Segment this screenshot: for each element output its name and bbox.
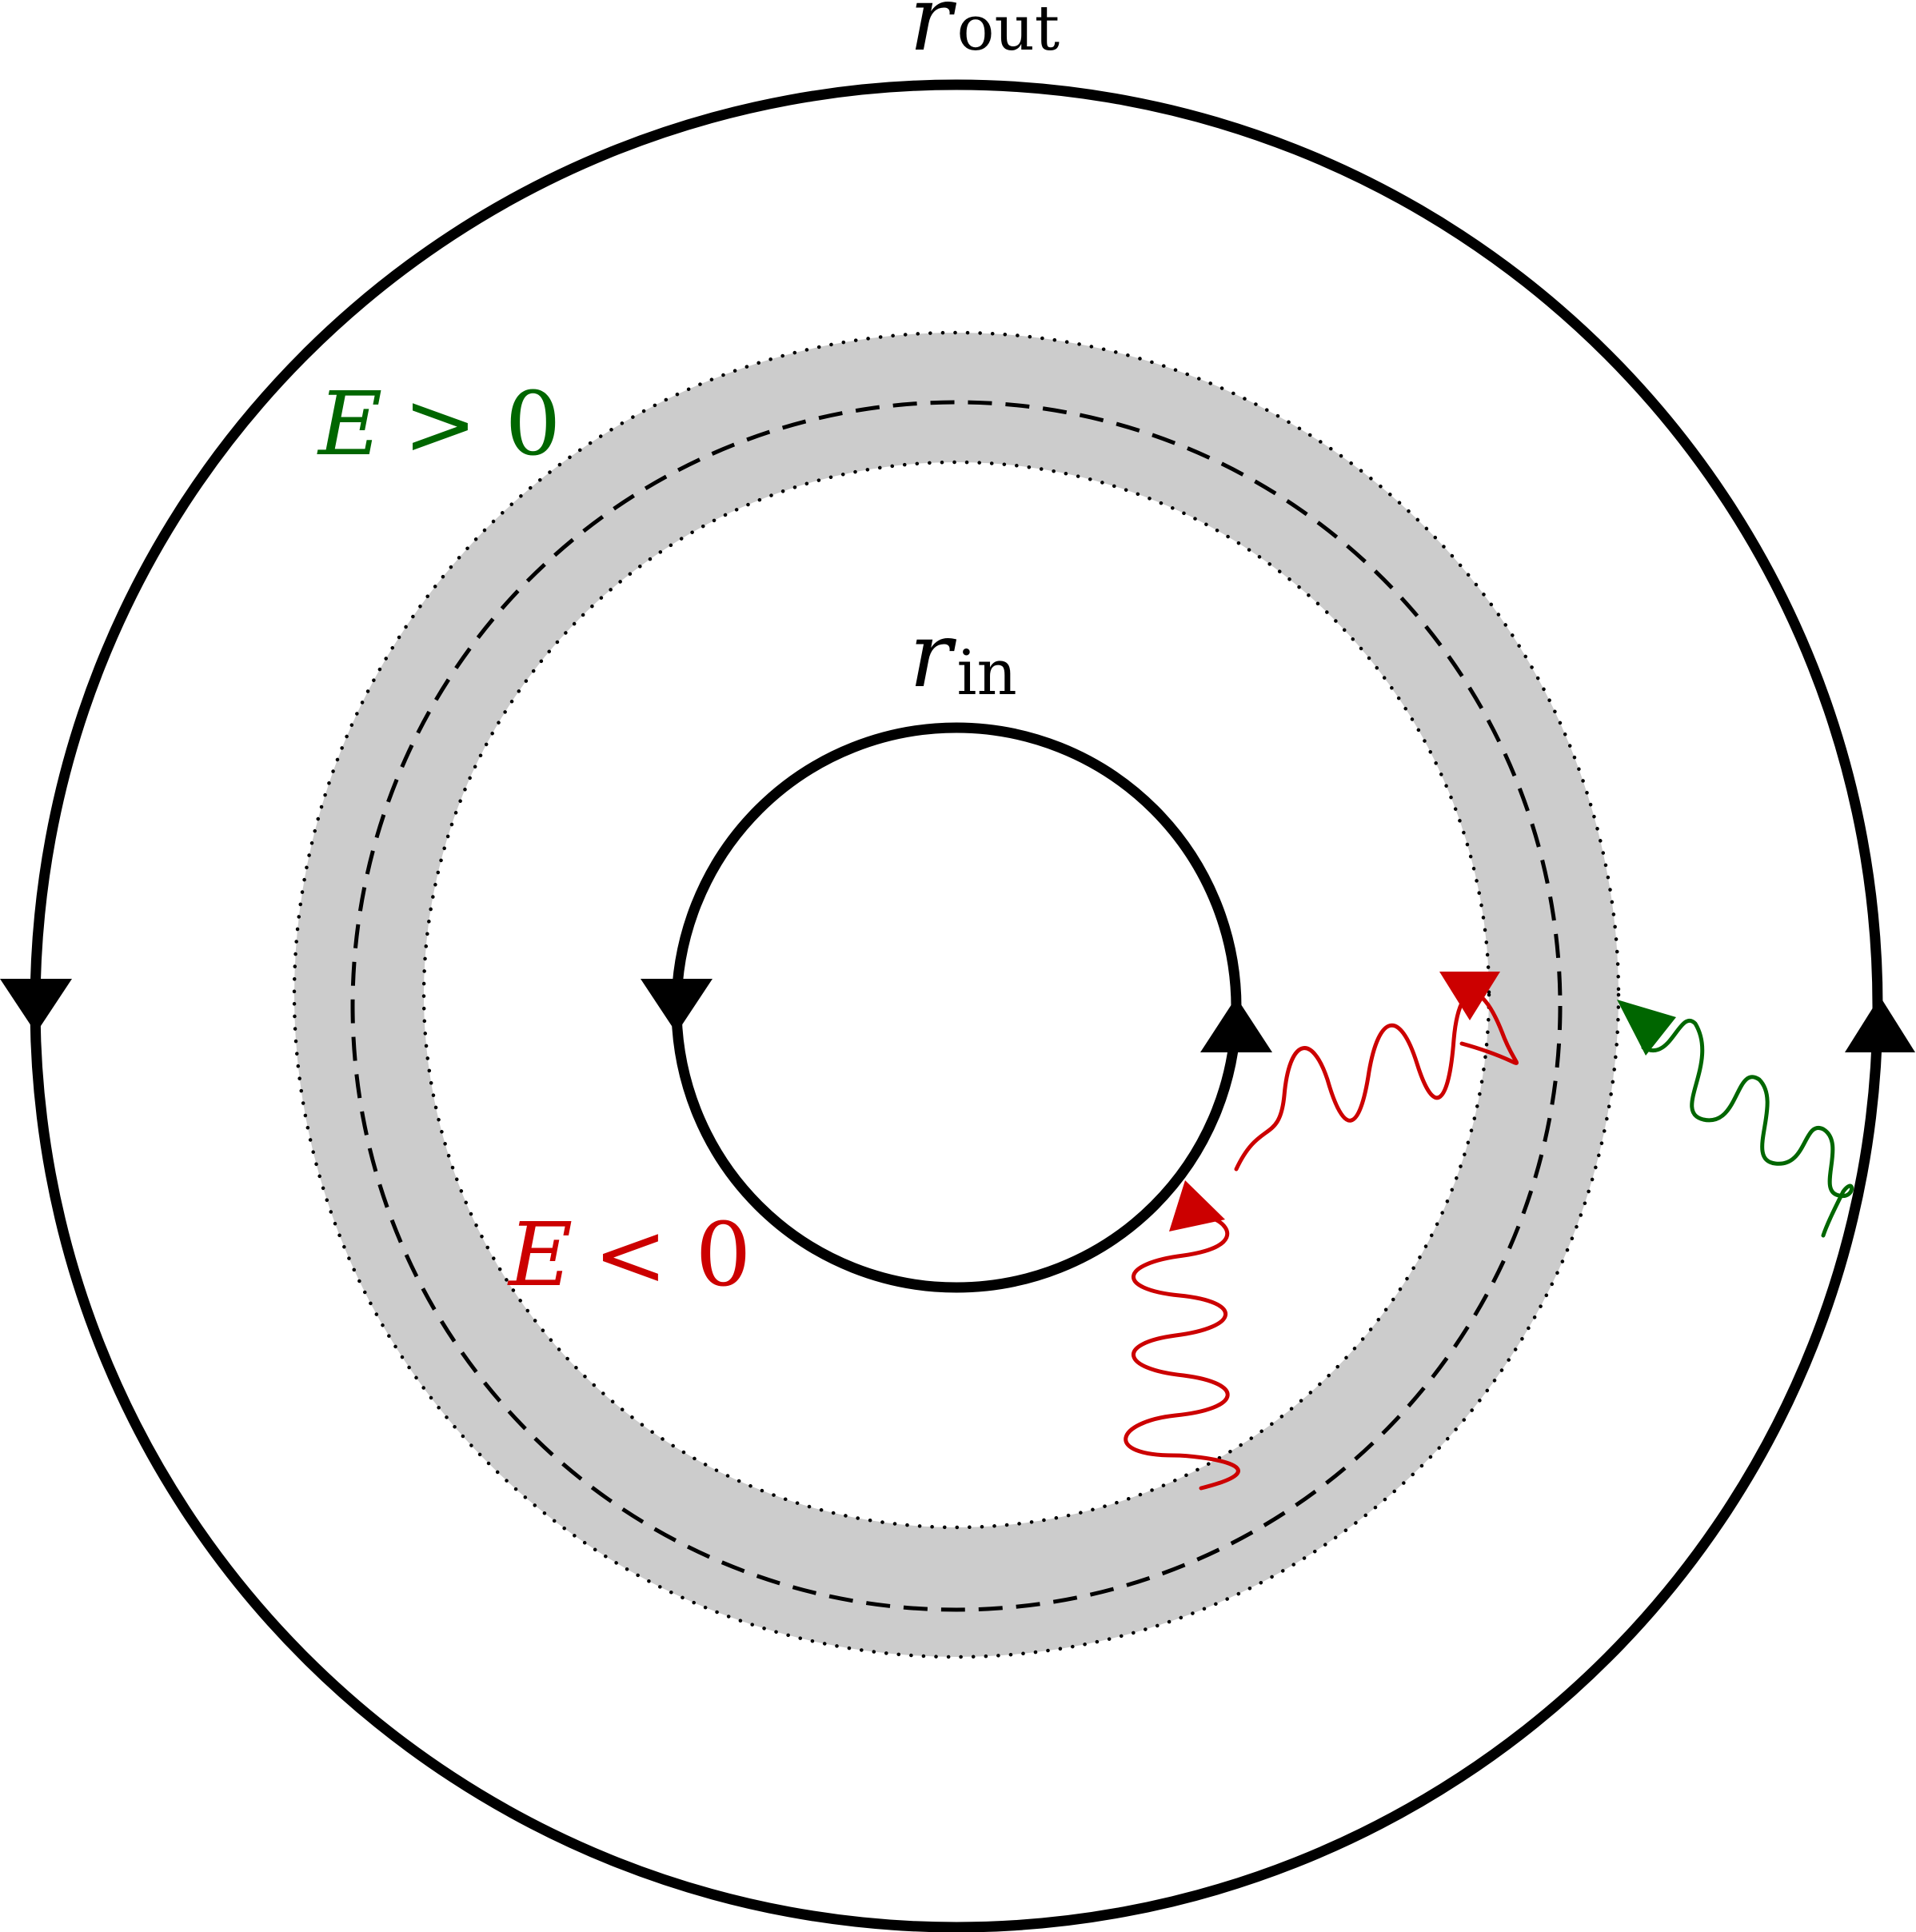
- inner-contour-arrow-left: [641, 979, 713, 1033]
- positive-energy-wave: [1641, 1019, 1854, 1238]
- outer-contour-arrow-left: [0, 979, 72, 1033]
- inner-contour-arrow-right: [1200, 997, 1272, 1052]
- negative-energy-arrow-upper: [1439, 972, 1500, 1020]
- shell-inner-boundary: [421, 460, 1491, 1530]
- inner-contour: [671, 722, 1242, 1293]
- negative-energy-arrow-lower: [1169, 1180, 1225, 1231]
- label-energy-positive: E> 0: [317, 373, 561, 475]
- label-r-in: rin: [909, 604, 1017, 709]
- negative-energy-wave-upper: [1234, 992, 1519, 1172]
- outer-contour-arrow-right: [1845, 996, 1915, 1052]
- horizon-dashed-circle: [350, 400, 1563, 1612]
- label-energy-negative: E< 0: [507, 1204, 751, 1306]
- negative-energy-wave-lower: [1124, 1217, 1240, 1491]
- positive-energy-arrow: [1617, 1000, 1676, 1056]
- shell-band: [294, 333, 1619, 1657]
- label-r-out: rout: [909, 0, 1060, 71]
- shell-outer-boundary: [292, 330, 1621, 1659]
